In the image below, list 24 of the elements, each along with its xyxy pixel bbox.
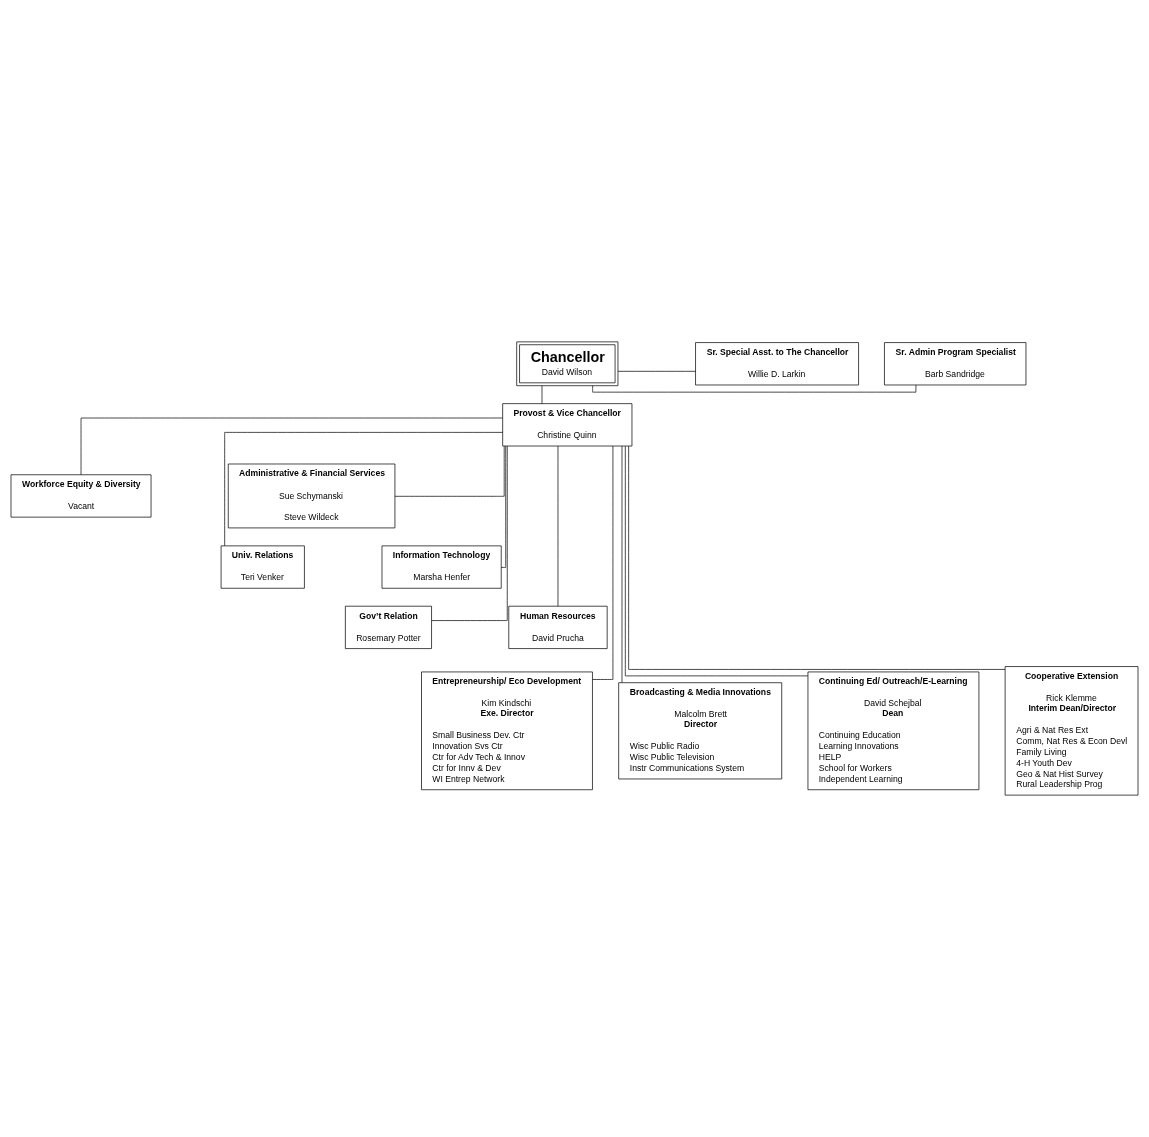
- node-box: Cooperative Extension Rick Klemme Interim Dean/Director Agri & Nat Res Ext Comm, Nat Res & Econ Devl Family Living 4-H Youth Dev Geo & Nat Hist Survey Rural Leadership Prog: [1004, 666, 1139, 796]
- connector: [592, 445, 614, 680]
- node-box: Sr. Admin Program Specialist Barb Sandridge: [884, 342, 1027, 386]
- connector: [80, 417, 503, 475]
- connector: [500, 445, 507, 568]
- connector: [624, 445, 809, 677]
- node-box: Sr. Special Asst. to The Chancellor Willie D. Larkin: [695, 342, 859, 386]
- node-box: Entrepreneurship/ Eco Development Kim Kindschi Exe. Director Small Business Dev. Ctr Innovation Svs Ctr Ctr for Adv Tech & Innov Ctr for Innv & Dev WI Entrep Network: [421, 671, 593, 791]
- connector: [224, 432, 504, 547]
- node-box: Continuing Ed/ Outreach/E-Learning David Schejbal Dean Continuing Education Learning Innovations HELP School for Workers Independent Learning: [807, 671, 980, 791]
- connector: [394, 445, 505, 497]
- node-box: Information Technology Marsha Henfer: [381, 545, 502, 589]
- node-box: Broadcasting & Media Innovations Malcolm Brett Director Wisc Public Radio Wisc Public Television Instr Communications System: [618, 682, 783, 780]
- connector: [431, 445, 508, 621]
- node-box: Provost & Vice Chancellor Christine Quinn: [502, 403, 633, 447]
- node-box: Univ. Relations Teri Venker: [220, 545, 305, 589]
- connector: [541, 385, 543, 404]
- node-box: Workforce Equity & Diversity Vacant: [10, 474, 152, 518]
- node-box: Human Resources David Prucha: [508, 605, 608, 649]
- node-box: Gov’t Relation Rosemary Potter: [345, 605, 432, 649]
- connector: [592, 384, 917, 393]
- node-box: Administrative & Financial Services Sue Schymanski Steve Wildeck: [227, 463, 396, 529]
- connector: [617, 370, 696, 372]
- connector: [628, 445, 1006, 670]
